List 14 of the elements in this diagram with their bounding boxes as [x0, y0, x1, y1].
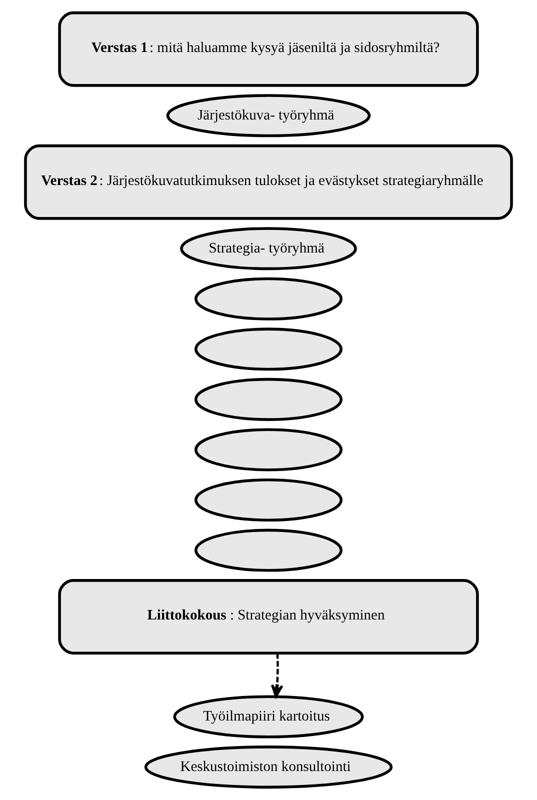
node-box: Liittokokous: Strategian hyväksyminen	[58, 579, 479, 654]
node-ellipse: Strategia- työryhmä	[180, 227, 357, 270]
node-box: Verstas 1: mitä haluamme kysyä jäseniltä ja sidosryhmiltä?	[58, 11, 479, 87]
arrow	[270, 653, 284, 698]
node-ellipse	[194, 328, 343, 371]
node-ellipse: Järjestökuva- työryhmä	[166, 94, 371, 138]
node-ellipse: Työilmapiiri kartoitus	[173, 695, 364, 738]
node-ellipse	[194, 378, 343, 421]
node-ellipse	[194, 478, 343, 522]
node-ellipse	[194, 277, 343, 320]
node-box: Verstas 2: Järjestökuvatutkimuksen tulokset ja evästykset strategiaryhmälle	[24, 144, 513, 220]
node-ellipse	[194, 428, 343, 472]
node-ellipse: Keskustoimiston konsultointi	[144, 746, 393, 789]
node-ellipse	[194, 528, 343, 572]
